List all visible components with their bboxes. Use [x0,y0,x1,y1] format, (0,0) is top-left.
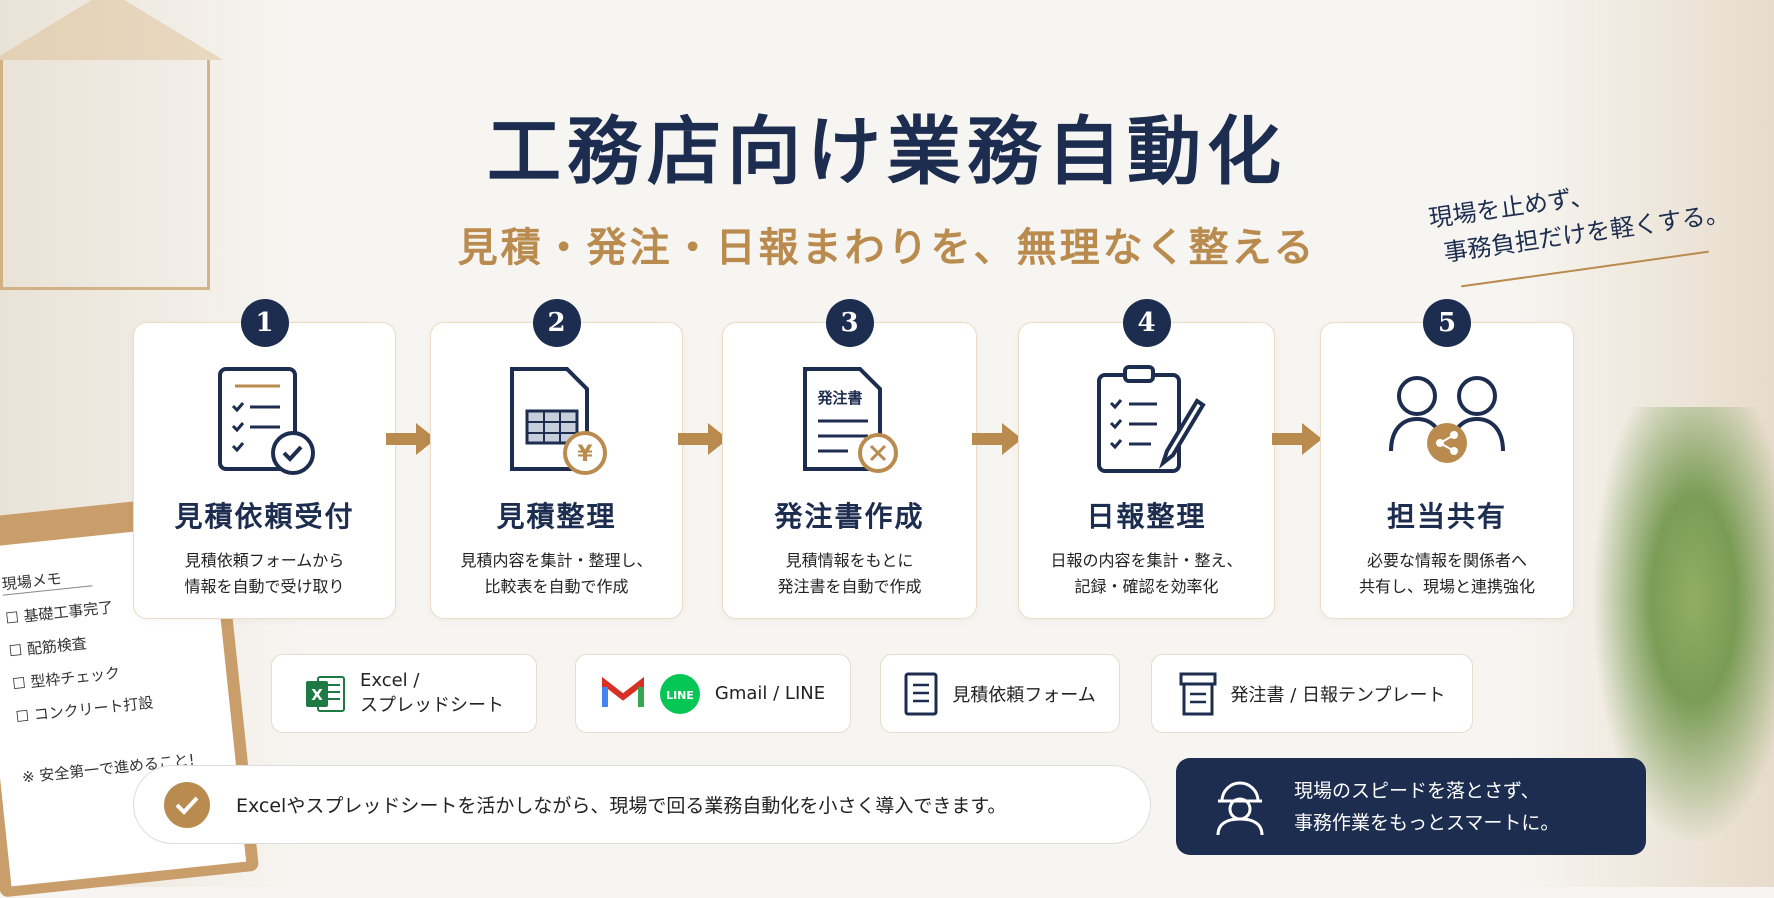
step-card-3: 3 発注書 発注書作成 見積情報をもとに発注書を自動で作成 [722,299,977,619]
tool-label: 見積依頼フォーム [952,684,1096,706]
arrow-right-icon [386,423,436,455]
arrow-right-icon [972,423,1022,455]
step-description: 必要な情報を関係者へ共有し、現場と連携強化 [1358,551,1535,596]
step-number: 2 [532,299,581,347]
summary-text: Excelやスプレッドシートを活かしながら、現場で回る業務自動化を小さく導入でき… [236,795,1007,817]
step-title: 担当共有 [1386,500,1507,533]
template-icon [1179,672,1217,715]
callout-box: 現場のスピードを落とさず、事務作業をもっとスマートに。 [1176,758,1646,855]
tool-excel: X Excel /スプレッドシート [271,654,537,733]
people-share-icon [1389,376,1505,463]
memo-item: ☐ 配筋検査 [7,634,88,661]
tool-gmail-line: LINE Gmail / LINE [575,654,851,733]
svg-text:X: X [311,686,323,704]
arrow-right-icon [1272,423,1322,455]
step-title: 発注書作成 [774,500,925,533]
tool-label: 発注書 / 日報テンプレート [1230,684,1446,706]
svg-text:LINE: LINE [666,689,694,702]
step-number: 1 [240,299,289,347]
step-number: 5 [1423,299,1471,347]
tool-estimate-form: 見積依頼フォーム [880,654,1120,733]
memo-title: 現場メモ [0,564,93,596]
form-icon [904,672,938,715]
step-description: 見積内容を集計・整理し、比較表を自動で作成 [460,551,653,596]
arrow-right-icon [678,423,728,455]
excel-icon: X [306,675,345,712]
step-description: 見積依頼フォームから情報を自動で受け取り [184,551,345,596]
step-title: 見積依頼受付 [174,500,355,533]
step-description: 見積情報をもとに発注書を自動で作成 [777,551,922,596]
step-card-5: 5 担当共有 必要な情報を関係者へ共有し、現場と連携強化 [1320,299,1574,619]
spreadsheet-yen-icon: ¥ [509,367,607,475]
summary-banner: Excelやスプレッドシートを活かしながら、現場で回る業務自動化を小さく導入でき… [133,765,1151,844]
tool-label: Gmail / LINE [714,683,826,704]
step-number: 4 [1122,299,1171,347]
step-title: 日報整理 [1086,500,1207,533]
callout-text: 現場のスピードを落とさず、事務作業をもっとスマートに。 [1294,779,1560,834]
svg-text:¥: ¥ [577,442,593,467]
step-title: 見積整理 [496,500,617,533]
tool-templates: 発注書 / 日報テンプレート [1151,654,1473,733]
check-circle-icon [164,781,210,828]
checklist-check-icon [217,367,315,475]
step-card-1: 1 見積依頼受付 見積依頼フォームから情報を自動で受け取り [133,299,396,619]
house-frame-model [0,0,223,290]
order-document-icon: 発注書 [802,367,898,473]
tool-label: Excel /スプレッドシート [360,670,504,716]
step-card-2: 2 ¥ 見積整理 見積内容を集計・整理し、比較表を自動で作成 [430,299,683,619]
line-icon: LINE [659,673,700,714]
page-title: 工務店向け業務自動化 [487,109,1287,195]
step-card-4: 4 日報整理 日報の内容を集計・整え、記録・確認を効率化 [1018,299,1275,619]
svg-text:発注書: 発注書 [816,389,862,407]
worker-helmet-icon [1216,781,1264,835]
step-number: 3 [825,299,874,347]
step-description: 日報の内容を集計・整え、記録・確認を効率化 [1050,551,1243,596]
clipboard-pen-icon [1096,365,1206,473]
memo-item: ☐ コンクリート打設 [14,693,155,726]
gmail-icon [601,676,644,707]
page-subtitle: 見積・発注・日報まわりを、無理なく整える [457,224,1317,271]
memo-item: ☐ 型枠チェック [11,663,121,694]
